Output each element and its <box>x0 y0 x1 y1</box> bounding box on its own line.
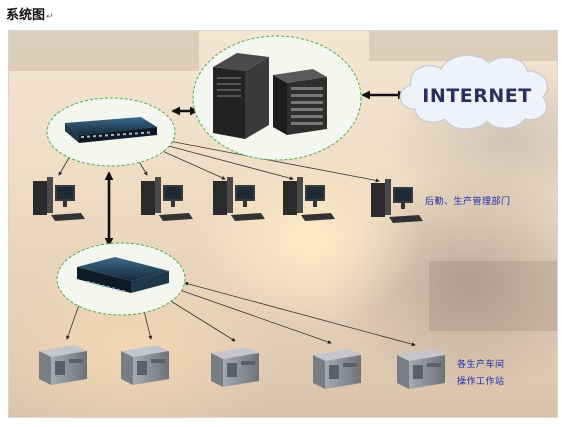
paragraph-mark: ↵ <box>46 12 54 22</box>
diagram-frame: INTERNET <box>8 30 558 418</box>
office-label: 后勤、生产管理部门 <box>425 197 511 207</box>
background-structure <box>429 261 557 331</box>
desktop-pcs <box>33 177 423 223</box>
desktop-pc-icon <box>371 179 423 223</box>
industrial-pc-icon <box>39 345 87 385</box>
internet-cloud: INTERNET <box>399 54 548 130</box>
link-switch-ipc5 <box>184 281 416 347</box>
industrial-pc-icon <box>211 347 259 387</box>
background-structure <box>9 31 199 71</box>
network-diagram: INTERNET <box>33 35 548 389</box>
workshop-label-line1: 各生产车间 <box>457 360 505 370</box>
internet-text: INTERNET <box>422 85 531 107</box>
industrial-pc-icon <box>313 349 361 389</box>
desktop-pc-icon <box>283 177 335 221</box>
network-switch-icon <box>65 117 157 143</box>
workshop-label-line2: 操作工作站 <box>457 377 505 387</box>
server-icon <box>213 53 327 139</box>
desktop-pc-icon <box>33 177 85 221</box>
thin-connections <box>58 139 416 347</box>
industrial-pc-icon <box>121 345 169 385</box>
industrial-pcs <box>39 345 445 389</box>
page-title: 系统图↵ <box>6 4 54 23</box>
desktop-pc-icon <box>141 177 193 221</box>
network-switch-icon <box>77 257 169 293</box>
backbone-connections <box>104 90 407 247</box>
industrial-pc-icon <box>397 349 445 389</box>
link-switch-pc5 <box>168 139 380 183</box>
link-switch-ipc3 <box>160 294 236 342</box>
title-text: 系统图 <box>6 8 46 23</box>
desktop-pc-icon <box>213 177 265 221</box>
